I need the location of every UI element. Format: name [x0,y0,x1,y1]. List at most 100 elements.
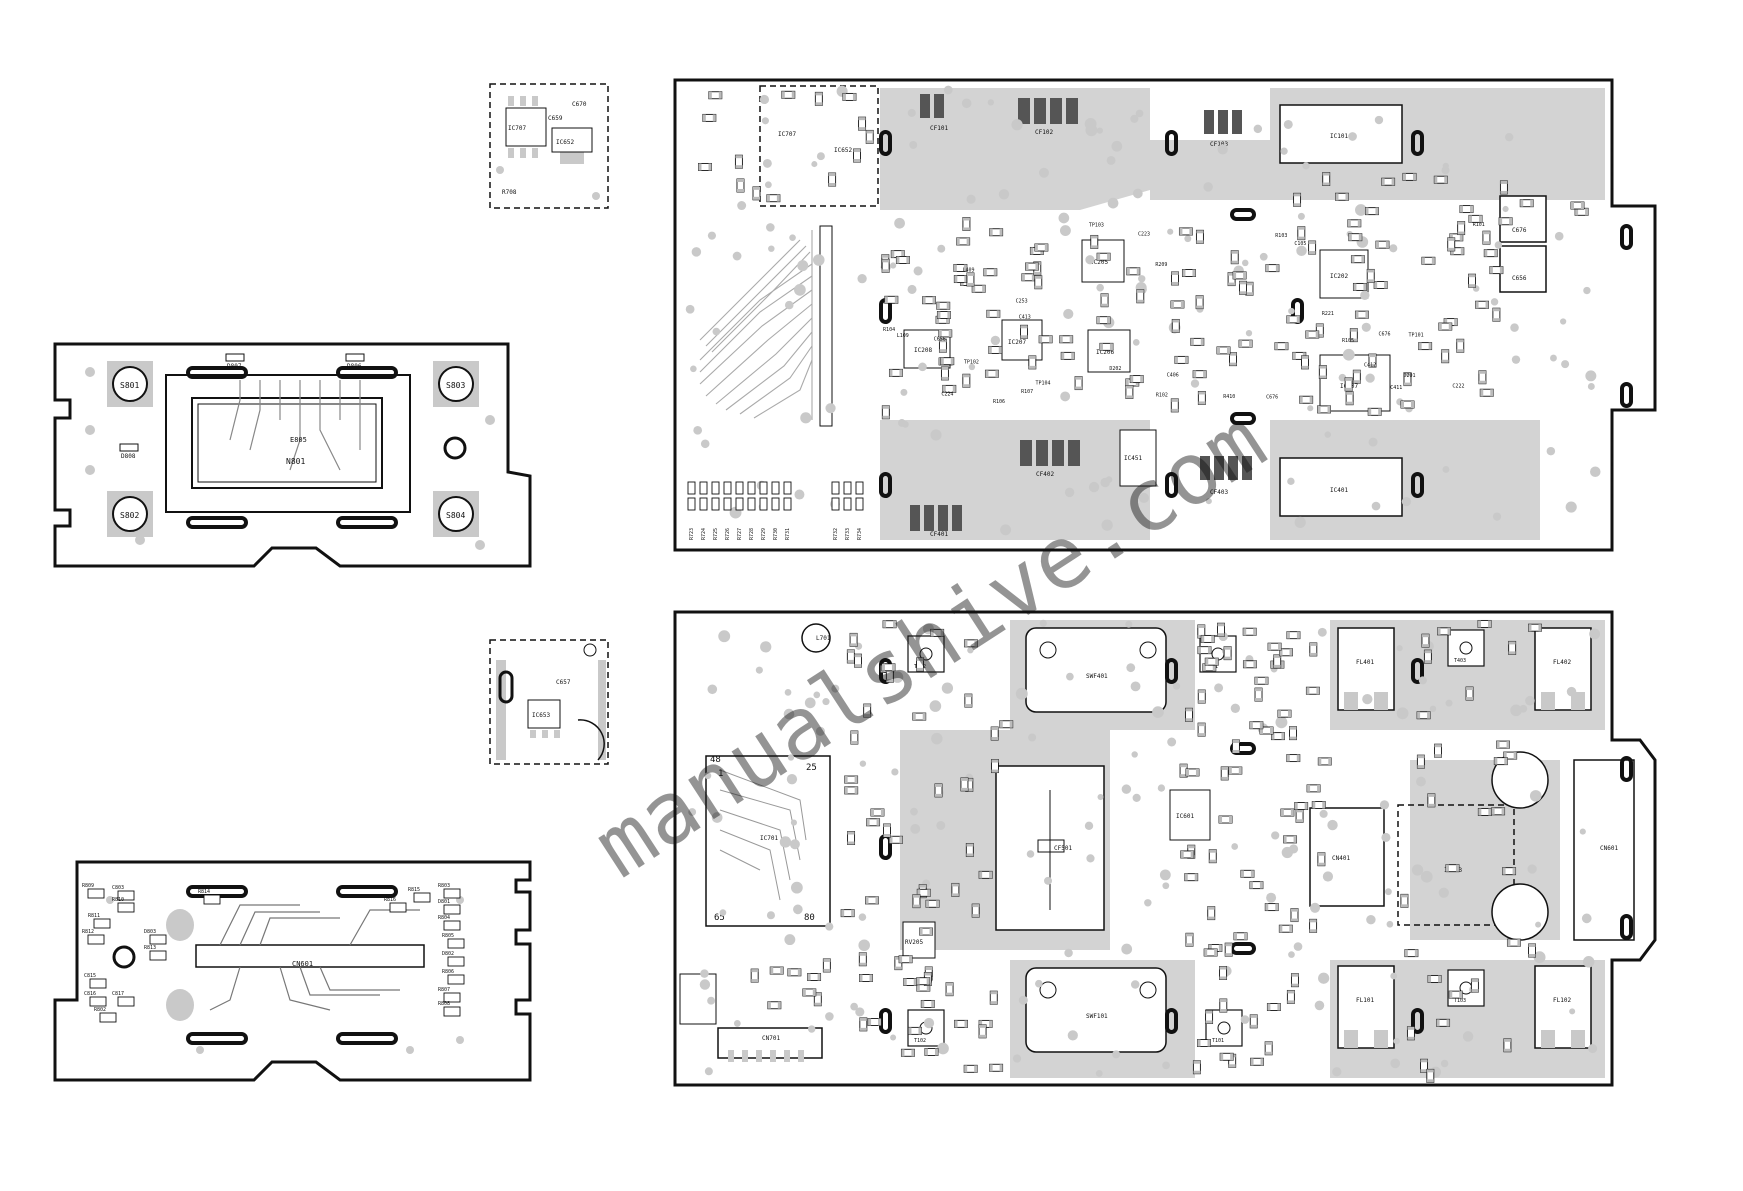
via-pad [858,939,870,952]
main-top-smd-part [1308,240,1317,255]
via-pad [1294,516,1306,528]
filter-label: CF401 [930,531,948,538]
via-pad [890,1034,897,1041]
smd-part [149,934,167,945]
main-top-smd-part [1400,400,1415,409]
via-pad [1442,466,1450,473]
main-bottom-smd-part [1185,768,1200,777]
via-pad [1319,809,1328,818]
via-pad [1281,846,1293,859]
ic-ic206: IC206 [1087,329,1131,373]
via-pad [1275,716,1288,729]
smd-part [447,956,465,967]
main-top-smd-part [858,116,867,131]
via-pad [1064,487,1075,498]
filter-label: FL102 [1553,997,1571,1004]
via-pad [1561,360,1570,369]
via-pad [1138,275,1146,283]
part-label: R105 [1342,338,1354,344]
main-bottom-smd-part [840,909,855,918]
main-bottom-smd-part [1477,619,1492,628]
smd-part [443,920,461,931]
main-bottom-smd-part [1249,721,1264,730]
via-pad [1582,956,1595,968]
transformer: T403 [1447,629,1485,667]
smd-part [89,978,107,989]
part-label: R106 [993,399,1005,405]
main-top-smd-part [1059,335,1074,344]
via-pad [1101,519,1113,531]
main-bottom-smd-part [1309,918,1318,933]
via-pad [1026,850,1035,858]
via-pad [1132,793,1141,802]
via-pad [783,708,795,720]
via-pad [1510,323,1519,332]
part-label: C224 [941,391,953,397]
main-bottom-smd-part [1185,707,1193,722]
main-top-smd-part [1352,282,1367,291]
via-pad [1324,431,1332,438]
ic-label: IC601 [1176,813,1194,820]
main-bottom-smd-part [1207,906,1216,921]
main-top-smd-part [708,91,723,100]
via-pad [1462,1031,1474,1042]
via-pad [1293,942,1303,951]
via-pad [941,682,954,694]
main-top-smd-part [1171,318,1180,333]
via-pad [787,754,795,761]
via-pad [937,244,946,253]
part-label: R726 [725,528,731,540]
display-module-frame [165,374,411,513]
part-label: R806 [442,969,454,975]
main-bottom-smd-part [1503,1038,1512,1053]
main-top-smd-part [1381,177,1396,186]
part-label: R723 [689,528,695,540]
via-pad [1130,114,1139,123]
main-top-smd-part [1299,395,1314,404]
switch-label: S804 [446,511,465,520]
via-pad [859,760,867,767]
via-pad [918,362,927,372]
ic-ic451: IC451 [1119,429,1157,487]
via-pad [1084,118,1097,130]
main-bottom-smd-part [919,927,934,936]
ic-label: IC101 [1330,133,1348,140]
main-bottom-smd-part [1231,739,1240,754]
main-bottom-smd-part [844,775,859,784]
main-bottom-smd-part [787,968,802,977]
part-label: L409 [963,267,975,273]
smd-part [443,992,461,1003]
smd-part [831,497,840,511]
part-label: L109 [897,333,909,339]
ic-label: IC202 [1330,273,1348,280]
main-bottom-smd-part [867,1018,882,1026]
main-top-smd-part [1318,365,1327,379]
via-pad [764,181,772,189]
smd-part [711,497,720,511]
main-top-smd-part [1229,352,1237,367]
main-top-smd-part [1335,192,1349,201]
main-bottom-smd-part [1493,757,1508,766]
main-bottom-smd-part [1240,869,1255,878]
via-pad [891,671,904,683]
main-bottom-smd-part [813,992,822,1007]
via-pad [831,684,840,693]
filter-label: CF102 [1035,129,1053,136]
main-bottom-smd-part [1208,849,1217,864]
part-label: C816 [84,991,96,997]
via-pad [711,812,723,823]
part-label: C676 [1266,395,1278,401]
part-label: T103 [1454,998,1466,1004]
smd-part [89,996,107,1007]
via-pad [1132,188,1143,199]
via-pad [1135,109,1144,118]
via-pad [1360,290,1370,300]
main-bottom-smd-part [1496,740,1510,749]
part-label: T403 [1454,658,1466,664]
via-pad [1317,627,1327,637]
part-label: R805 [442,933,454,939]
main-bottom-smd-part [822,958,831,973]
via-pad [1131,751,1138,758]
smd-part [389,902,407,913]
main-top-smd-part [988,345,1003,354]
